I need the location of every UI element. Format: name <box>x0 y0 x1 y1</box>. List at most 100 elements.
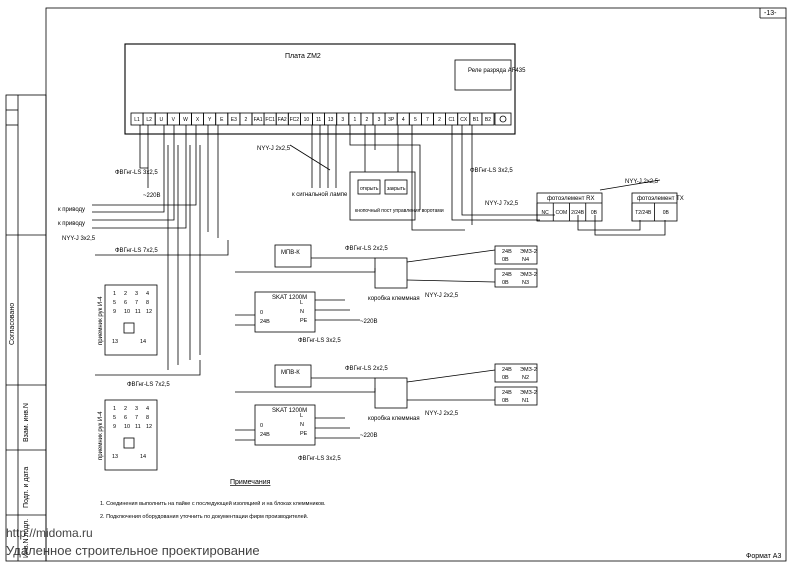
cable-label-psu-2: ФВГнг-LS 3х2,5 <box>298 456 341 462</box>
em-block <box>494 268 538 288</box>
terminal-label: E3 <box>231 117 237 123</box>
em-name: ЭМЗ-2 <box>520 272 537 278</box>
em-block <box>494 245 538 265</box>
relay-pin: 13 <box>112 454 118 460</box>
em-24v: 24В <box>502 249 512 255</box>
psu-label-1: SKAT 1200М <box>272 295 307 301</box>
relay-pin: 5 <box>113 415 116 421</box>
terminal-label: V <box>172 117 176 123</box>
terminal-label: 2 <box>438 117 441 123</box>
em-id: N2 <box>522 375 529 381</box>
voltage-label-psu-1: ~220В <box>360 319 378 325</box>
cable-label-receiver-2: ФВГнг-LS 7х2,5 <box>127 382 170 388</box>
stamp-sign-date: Подп. и дата <box>23 467 30 508</box>
terminal-label: W <box>183 117 188 123</box>
psu-terminal: PE <box>300 318 308 324</box>
em-block <box>494 363 538 383</box>
em-id: N3 <box>522 280 529 286</box>
terminal-label: U <box>159 117 163 123</box>
em-24v: 24В <box>502 272 512 278</box>
relay-coil <box>123 322 135 334</box>
photo-tx-label: фотоэлемент TX <box>637 196 684 202</box>
terminal-label: Y <box>208 117 212 123</box>
relay-pin: 5 <box>113 300 116 306</box>
psu-terminal: L <box>300 300 303 306</box>
stamp-inv-orig: Инв.N подл. <box>23 519 30 558</box>
psu-terminal: 24В <box>260 432 270 438</box>
terminal-cell <box>481 112 495 126</box>
terminal-label: COM <box>556 210 568 216</box>
terminal-label: 1 <box>353 117 356 123</box>
voltage-label-main: ~220В <box>143 193 161 199</box>
terminal-label: 11 <box>316 117 321 123</box>
terminal-label: X <box>196 117 200 123</box>
terminal-label: 3 <box>378 117 381 123</box>
cable-label-tx: NYY-J 2х2,5 <box>625 179 659 185</box>
cable-label-drive: NYY-J 3х2,5 <box>62 236 96 242</box>
relay-pin: 4 <box>146 406 149 412</box>
relay-pin: 8 <box>146 415 149 421</box>
relay-pin: 11 <box>135 424 141 430</box>
button-close-label: закрыть <box>387 186 406 192</box>
receiver-label-1: приемник рук И-4 <box>98 296 104 345</box>
relay-pin: 12 <box>146 424 152 430</box>
terminal-label: 4 <box>402 117 405 123</box>
junction-label-2: коробка клеммная <box>368 416 420 422</box>
mpb-label-1: МПВ-К <box>281 250 300 256</box>
psu-terminal: L <box>300 413 303 419</box>
label-to-signal: к сигнальной лампе <box>292 191 348 198</box>
terminal-label: 10 <box>304 117 310 123</box>
stamp-agreed: Согласовано <box>9 303 16 345</box>
em-name: ЭМЗ-2 <box>520 390 537 396</box>
em-24v: 24В <box>502 367 512 373</box>
terminal-label: C1 <box>448 117 455 123</box>
terminal-label: FA1 <box>254 117 263 123</box>
terminal-label: T2/24В <box>635 210 652 216</box>
watermark-url[interactable]: http://midoma.ru <box>6 526 93 540</box>
panel-title: Плата ZM2 <box>285 53 321 60</box>
label-to-drive-1: к приводу <box>58 207 85 213</box>
psu-terminal: N <box>300 309 304 315</box>
relay-pin: 1 <box>113 406 116 412</box>
cable-label-post: ФВГнг-LS 3х2,5 <box>470 168 513 174</box>
note-2: 2. Подключения оборудования уточнить по … <box>100 513 309 520</box>
terminal-label: FC2 <box>290 117 300 123</box>
relay-pin: 6 <box>124 415 127 421</box>
button-post: открыть закрыть кнопочный пост управлени… <box>349 171 444 221</box>
module-upper: МПВ-К ФВГнг-LS 2х2,5 коробка клеммная NY… <box>98 244 496 356</box>
cable-label-receiver: ФВГнг-LS 7х2,5 <box>115 248 158 254</box>
psu-terminal: 0 <box>260 423 263 429</box>
relay-pin: 11 <box>135 309 141 315</box>
relay-pin: 14 <box>140 454 146 460</box>
page-number: -13- <box>764 10 777 17</box>
stamp-inv-no: Взам. инв.N <box>23 403 30 442</box>
psu-terminal: N <box>300 422 304 428</box>
relay-pin: 10 <box>124 309 130 315</box>
terminal-label: B2 <box>485 117 491 123</box>
relay-pin: 3 <box>135 291 138 297</box>
post-label: кнопочный пост управления воротами <box>355 207 444 214</box>
terminal-label: L2 <box>146 117 152 123</box>
receiver-label-2: приемник рук И-4 <box>98 411 104 460</box>
em-name: ЭМЗ-2 <box>520 367 537 373</box>
relay-pin: 7 <box>135 300 138 306</box>
mpb-label-2: МПВ-К <box>281 370 300 376</box>
watermark-tagline: Удаленное строительное проектирование <box>6 543 260 558</box>
module-lower: МПВ-К ФВГнг-LS 2х2,5 коробка клеммная NY… <box>95 360 496 471</box>
em-0v: 0В <box>502 257 509 263</box>
sheet-frame: -13- Формат A3 <box>45 7 787 562</box>
terminal-label: 2 <box>245 117 248 123</box>
em-24v: 24В <box>502 390 512 396</box>
terminal-label: B1 <box>473 117 479 123</box>
em-id: N4 <box>522 257 529 263</box>
notes-title: Примечания <box>230 479 271 486</box>
em-0v: 0В <box>502 280 509 286</box>
label-to-drive-2: к приводу <box>58 221 85 227</box>
cable-label-psu-1: ФВГнг-LS 3х2,5 <box>298 338 341 344</box>
terminal-label: 13 <box>328 117 334 123</box>
voltage-label-psu-2: ~220В <box>360 433 378 439</box>
